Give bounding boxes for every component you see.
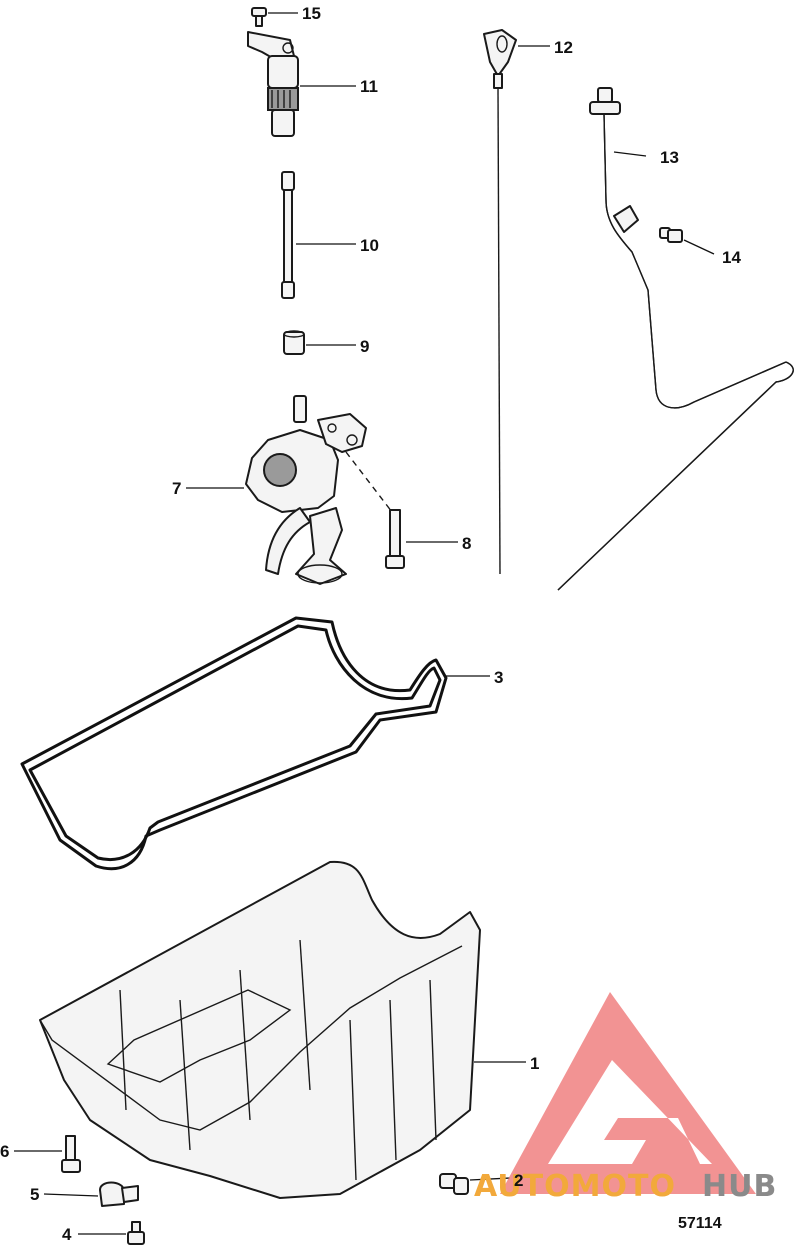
watermark-triangle	[500, 992, 756, 1194]
figure-number: 57114	[678, 1215, 722, 1232]
callout-5: 5	[30, 1185, 39, 1204]
part-3-gasket	[20, 616, 448, 871]
callout-6: 6	[0, 1142, 9, 1161]
callout-7: 7	[172, 479, 181, 498]
part-6-bolt	[61, 1135, 81, 1173]
part-12-dipstick	[483, 29, 517, 575]
callout-15: 15	[302, 4, 321, 23]
callout-8: 8	[462, 534, 471, 553]
callout-2: 2	[514, 1171, 523, 1190]
part-5-clip	[99, 1181, 139, 1207]
part-13-dipstick-tube	[557, 87, 794, 591]
callout-4: 4	[62, 1225, 72, 1244]
part-1-oil-pan	[39, 860, 481, 1199]
callout-9: 9	[360, 337, 369, 356]
part-14-bolt	[659, 227, 683, 243]
part-2-drain-plug	[439, 1173, 469, 1195]
part-9-sleeve	[283, 330, 305, 355]
watermark-text-orange: AUTOMOTO	[474, 1169, 676, 1204]
callout-11: 11	[360, 77, 378, 96]
part-10-shaft	[281, 171, 295, 299]
part-11-drive-gear	[247, 31, 299, 137]
part-4-bolt	[127, 1221, 145, 1245]
watermark-text-gray: HUB	[702, 1169, 777, 1204]
callout-1: 1	[530, 1054, 539, 1073]
part-7-oil-pump	[245, 395, 367, 585]
callout-3: 3	[494, 668, 503, 687]
callout-14: 14	[722, 248, 741, 267]
part-8-bolt	[385, 509, 405, 569]
callout-12: 12	[554, 38, 573, 57]
part-15-bolt	[251, 7, 267, 27]
callout-13: 13	[660, 148, 679, 167]
callout-10: 10	[360, 236, 379, 255]
watermark-logo	[500, 992, 756, 1194]
